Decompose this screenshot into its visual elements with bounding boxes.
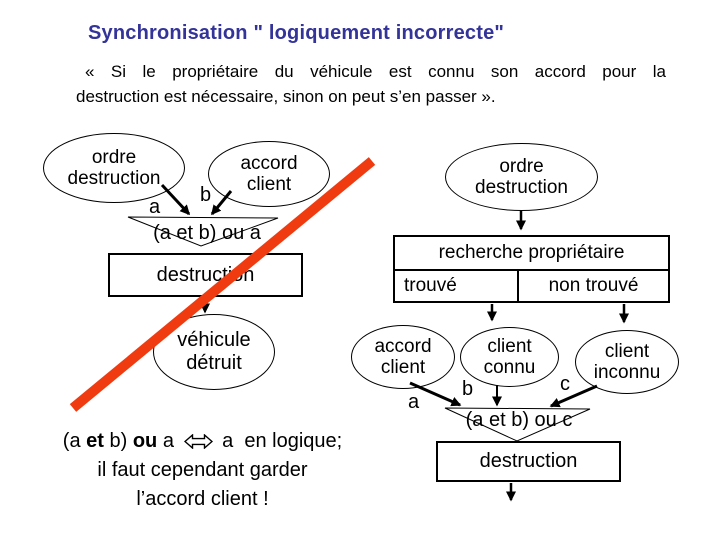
ellipse-client-connu: client connu (460, 327, 559, 387)
logic-note: (a et b) ou a a en logique; il faut cepe… (30, 427, 375, 514)
table-header-recherche: recherche propriétaire (395, 237, 668, 271)
ellipse-vehicule-detruit-label: véhicule détruit (177, 329, 251, 374)
logic-note-line-2: il faut cependant garder (97, 459, 308, 481)
note-part3: a (157, 430, 180, 452)
equivalence-arrow-icon (183, 434, 213, 449)
arc-label-b-right: b (462, 378, 474, 400)
arc-label-a-right: a (408, 391, 420, 413)
box-destruction-right: destruction (436, 441, 621, 482)
ellipse-client-inconnu: client inconnu (575, 330, 679, 394)
ellipse-accord-client-right-label: accord client (374, 336, 432, 378)
intro-paragraph: « Si le propriétaire du véhicule est con… (76, 59, 666, 109)
ellipse-ordre-destruction-right: ordre destruction (445, 143, 598, 211)
ellipse-accord-client-right: accord client (351, 325, 455, 389)
cell-non-trouve: non trouvé (548, 275, 639, 296)
ellipse-client-inconnu-label: client inconnu (593, 341, 661, 383)
intro-line-1: « Si le propriétaire du véhicule est con… (85, 62, 666, 81)
arc-label-c-right: c (560, 373, 570, 395)
note-part1: (a (62, 430, 87, 452)
table-row-results: trouvé non trouvé (395, 271, 668, 301)
ellipse-accord-client-left-label: accord client (240, 153, 298, 195)
note-bold-ou: ou (132, 430, 158, 452)
table-recherche-proprietaire: recherche propriétaire trouvé non trouvé (393, 235, 670, 303)
note-part2: b) (103, 430, 133, 452)
arc-label-b-left: b (200, 184, 212, 206)
ellipse-ordre-destruction-left: ordre destruction (43, 133, 185, 203)
cell-trouve: trouvé (395, 271, 519, 301)
logic-note-line-1: (a et b) ou a a en logique; (30, 427, 375, 456)
ellipse-accord-client-left: accord client (208, 141, 330, 207)
page-title: Synchronisation " logiquement incorrecte… (88, 22, 505, 44)
ellipse-ordre-destruction-left-label: ordre destruction (67, 147, 161, 189)
intro-line-2: destruction est nécessaire, sinon on peu… (76, 87, 496, 106)
note-bold-et: et (86, 430, 104, 452)
arc-label-a-left: a (149, 196, 161, 218)
note-part4: a en logique; (216, 430, 343, 452)
ellipse-vehicule-detruit: véhicule détruit (153, 314, 275, 390)
ellipse-client-connu-label: client connu (483, 336, 536, 378)
condition-label-left: (a et b) ou a (153, 222, 261, 244)
condition-label-right: (a et b) ou c (465, 409, 573, 431)
box-destruction-left-label: destruction (156, 263, 255, 286)
ellipse-ordre-destruction-right-label: ordre destruction (475, 156, 568, 198)
box-destruction-right-label: destruction (479, 450, 578, 472)
logic-note-line-3: l’accord client ! (136, 488, 269, 510)
box-destruction-left: destruction (108, 253, 303, 297)
arrow-inconnu-to-condition-right (549, 384, 598, 408)
